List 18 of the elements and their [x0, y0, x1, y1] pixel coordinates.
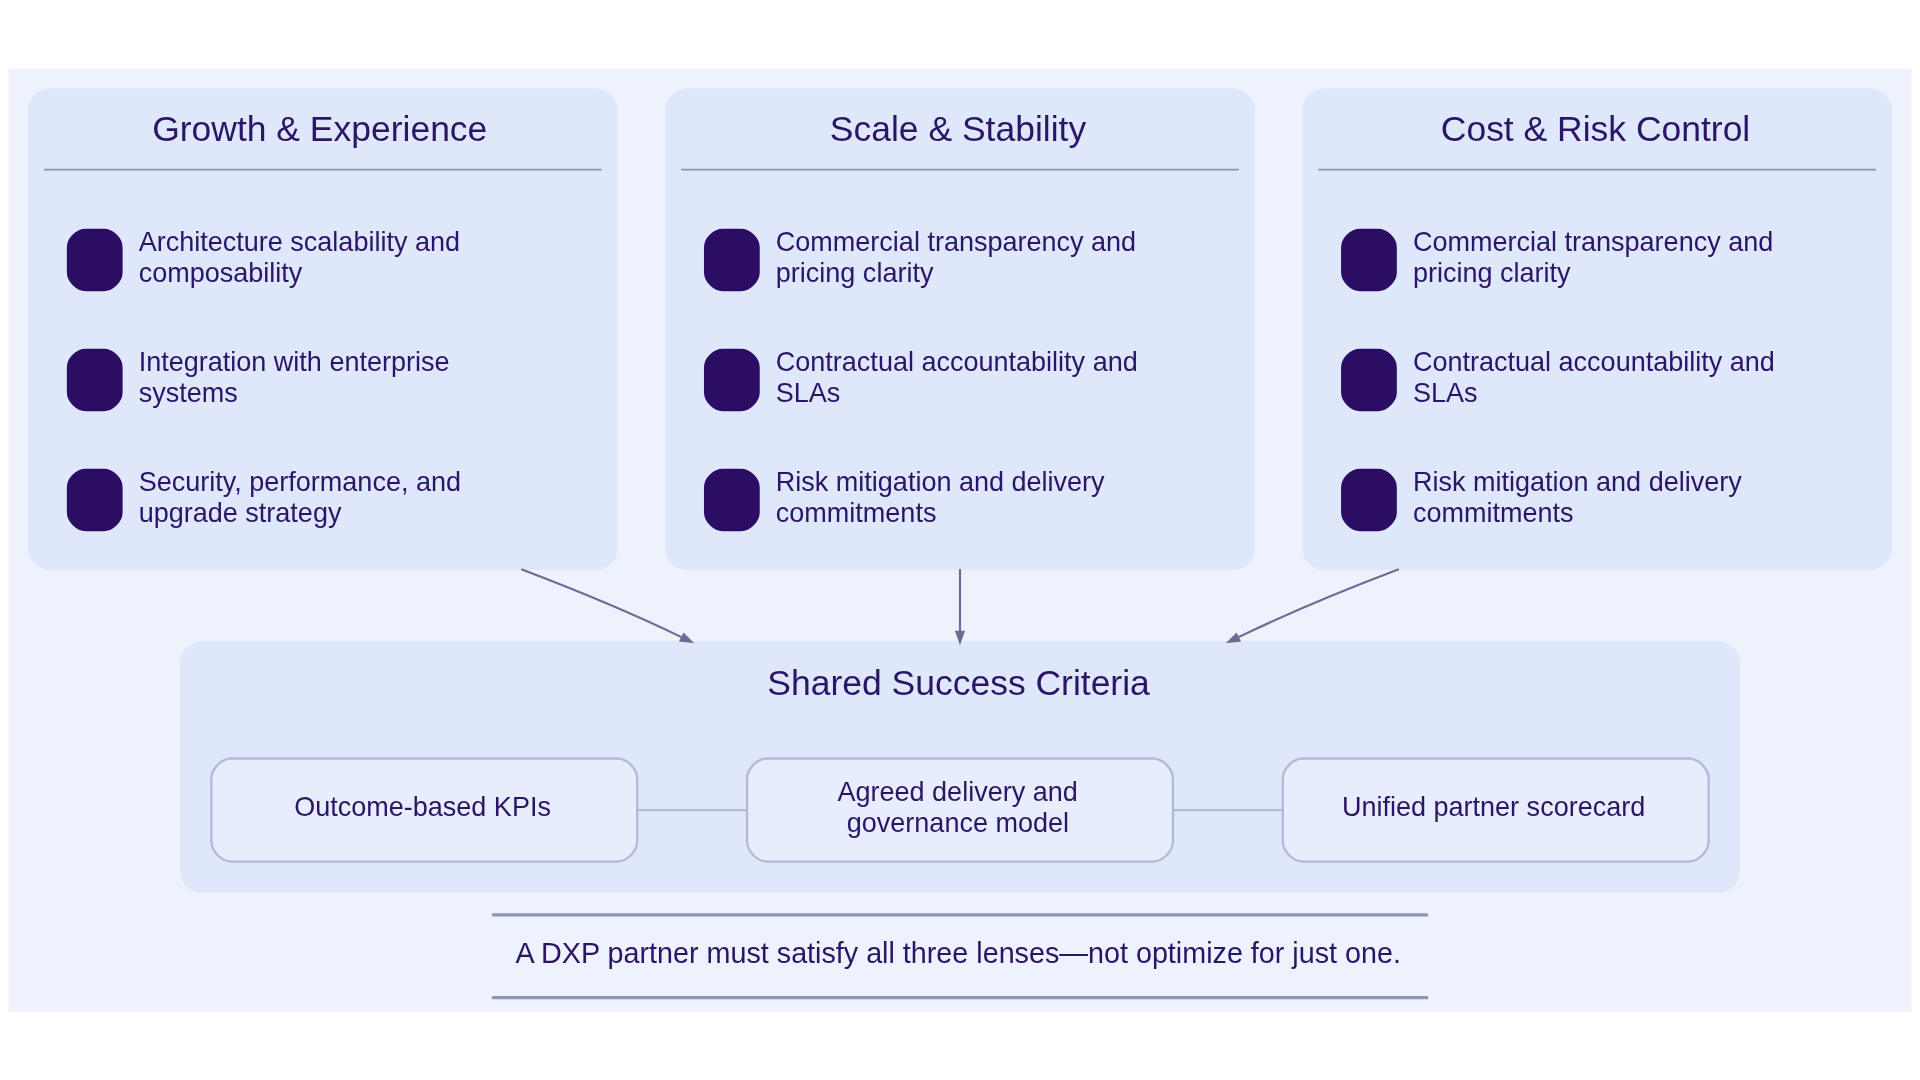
- node-label: Integration with enterprise systems: [138, 346, 450, 408]
- node-label: Security, performance, and upgrade strategy: [138, 466, 462, 528]
- arrow: [954, 568, 966, 645]
- node-label: Architecture scalability and composability: [138, 226, 461, 288]
- node-box: Agreed delivery and governance model: [745, 756, 1175, 863]
- connector: [1173, 808, 1283, 811]
- node-label: Commercial transparency and pricing clarity: [1412, 226, 1774, 288]
- node-box: Unified partner scorecard: [1281, 756, 1710, 863]
- node-label: Commercial transparency and pricing clarity: [775, 226, 1137, 288]
- node-label: Risk mitigation and delivery commitments: [775, 466, 1105, 528]
- node-label: Contractual accountability and SLAs: [775, 346, 1138, 408]
- caption: A DXP partner must satisfy all three lenses—not optimize for just one.: [515, 936, 1401, 969]
- node-label: Contractual accountability and SLAs: [1412, 346, 1775, 408]
- connector: [637, 808, 747, 811]
- node-label: Risk mitigation and delivery commitments: [1412, 466, 1742, 528]
- node-box: Outcome-based KPIs: [210, 756, 639, 863]
- arrow: [520, 567, 695, 643]
- arrow: [1225, 567, 1400, 643]
